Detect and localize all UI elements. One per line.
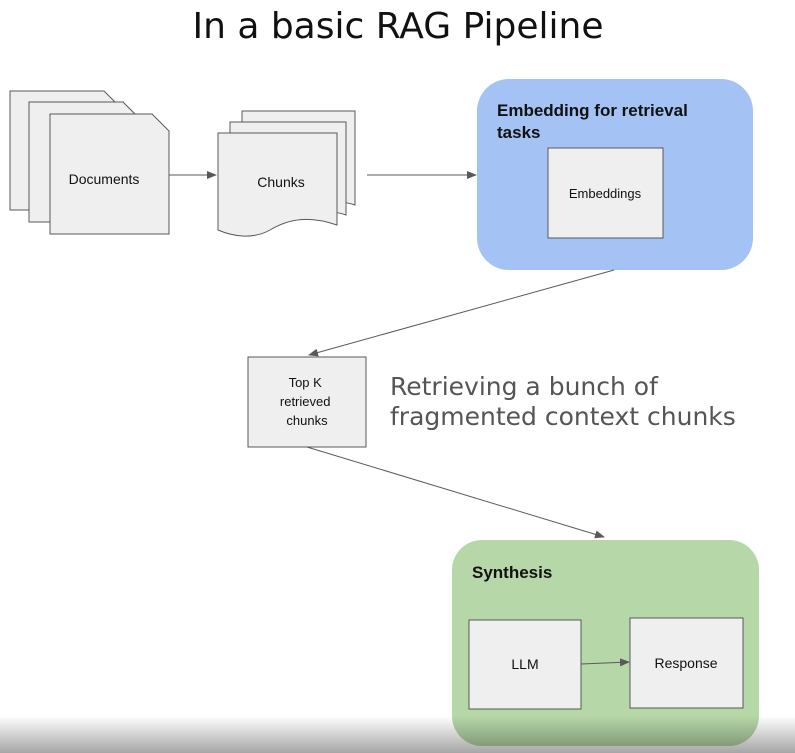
top-k-label-line3: chunks bbox=[286, 413, 328, 428]
response-box bbox=[629, 617, 744, 709]
top-k-label-line2: retrieved bbox=[280, 394, 331, 409]
llm-box bbox=[468, 619, 582, 710]
documents-node: Documents bbox=[9, 90, 170, 235]
embedding-group-title-line2: tasks bbox=[497, 123, 540, 142]
retrieval-annotation-line1: Retrieving a bunch of bbox=[390, 372, 659, 401]
arrow-embedding-to-topk bbox=[308, 269, 615, 357]
synthesis-group-title: Synthesis bbox=[472, 563, 552, 582]
top-k-node: Top K retrieved chunks bbox=[247, 356, 367, 448]
page-title: In a basic RAG Pipeline bbox=[192, 6, 603, 47]
embeddings-label: Embeddings bbox=[569, 186, 642, 201]
arrow-llm-to-response bbox=[580, 658, 630, 667]
top-k-label: Top K retrieved chunks bbox=[280, 375, 334, 428]
documents-label: Documents bbox=[69, 171, 140, 187]
arrow-topk-to-synthesis bbox=[306, 446, 605, 539]
embedding-group-title: Embedding for retrieval tasks bbox=[497, 101, 693, 142]
chunks-node: Chunks bbox=[217, 110, 356, 237]
retrieval-annotation: Retrieving a bunch of fragmented context… bbox=[390, 372, 736, 431]
retrieval-annotation-line2: fragmented context chunks bbox=[390, 402, 736, 431]
chunk-sheet-front bbox=[217, 132, 338, 237]
document-page-front bbox=[49, 113, 170, 235]
synthesis-group: Synthesis LLM Response bbox=[452, 540, 759, 746]
embedding-group: Embedding for retrieval tasks Embeddings bbox=[477, 79, 753, 270]
response-label: Response bbox=[654, 655, 717, 671]
top-k-box bbox=[247, 356, 367, 448]
chunks-label: Chunks bbox=[257, 174, 304, 190]
llm-label: LLM bbox=[511, 656, 538, 672]
embedding-group-title-line1: Embedding for retrieval bbox=[497, 101, 688, 120]
bottom-shade-overlay bbox=[0, 716, 795, 753]
embeddings-box bbox=[547, 147, 664, 239]
top-k-label-line1: Top K bbox=[289, 375, 323, 390]
